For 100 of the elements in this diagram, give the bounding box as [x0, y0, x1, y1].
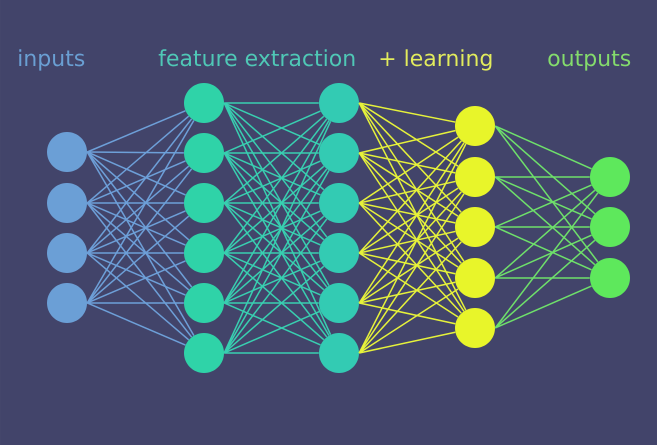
- connection-line: [494, 234, 592, 279]
- neuron-circle: [319, 283, 359, 323]
- neuron-circle: [184, 83, 224, 123]
- connection-line: [224, 152, 321, 196]
- connection-line: [495, 226, 590, 228]
- connection-line: [224, 170, 330, 354]
- neuron-circle: [590, 258, 630, 298]
- connection-line: [224, 110, 321, 154]
- neuron-circle: [47, 233, 87, 273]
- connection-line: [86, 116, 190, 204]
- connection-line: [86, 120, 194, 304]
- connection-line: [495, 176, 590, 178]
- connection-line: [358, 191, 462, 304]
- connection-line: [224, 252, 319, 254]
- connection-line: [224, 168, 328, 304]
- neuron-circle: [590, 157, 630, 197]
- connection-line: [358, 237, 459, 304]
- connection-line: [359, 180, 456, 204]
- connection-line: [86, 168, 192, 304]
- connection-line: [224, 152, 330, 336]
- connection-line: [494, 190, 596, 279]
- connection-line: [224, 102, 330, 286]
- neuron-circle: [47, 132, 87, 172]
- connection-line: [494, 126, 598, 262]
- connection-line: [86, 118, 192, 254]
- connection-line: [359, 130, 456, 154]
- connection-line: [358, 288, 458, 354]
- connection-line: [494, 285, 592, 329]
- connection-line: [224, 202, 319, 204]
- neuron-circle: [455, 207, 495, 247]
- connection-line: [86, 166, 190, 254]
- connection-line: [359, 282, 456, 304]
- connection-line: [494, 184, 592, 228]
- connection-line: [359, 332, 456, 354]
- connection-line: [86, 160, 186, 204]
- connection-line: [224, 352, 319, 354]
- connection-line: [494, 192, 598, 328]
- connection-line: [359, 202, 456, 224]
- connection-line: [87, 151, 184, 154]
- connection-line: [224, 102, 319, 104]
- connection-line: [86, 151, 190, 240]
- connection-line: [359, 230, 456, 254]
- layer-label: feature extraction: [158, 49, 354, 66]
- connection-line: [359, 152, 456, 174]
- connection-line: [358, 102, 458, 167]
- connection-line: [358, 152, 462, 264]
- connection-line: [359, 252, 456, 274]
- connection-line: [224, 160, 321, 204]
- connection-line: [86, 202, 192, 338]
- connection-line: [86, 216, 190, 304]
- connection-line: [86, 152, 192, 288]
- layer-label: + learning: [380, 49, 492, 71]
- connection-line: [359, 102, 456, 123]
- connection-line: [86, 252, 186, 296]
- connection-line: [358, 187, 459, 254]
- connection-line: [87, 252, 184, 254]
- connection-line: [358, 252, 458, 318]
- connection-line: [86, 210, 186, 254]
- neuron-circle: [319, 333, 359, 373]
- neuron-circle: [184, 333, 224, 373]
- connection-line: [494, 176, 592, 220]
- connection-line: [224, 166, 324, 254]
- connection-line: [86, 151, 186, 196]
- neuron-circle: [319, 183, 359, 223]
- connection-line: [358, 202, 458, 268]
- connection-line: [224, 302, 319, 304]
- connection-line: [494, 176, 596, 266]
- neuron-circle: [455, 308, 495, 348]
- neuron-circle: [184, 233, 224, 273]
- connection-line: [494, 226, 592, 270]
- connection-line: [87, 302, 184, 304]
- connection-line: [224, 202, 328, 338]
- connection-line: [86, 252, 190, 340]
- neuron-circle: [455, 157, 495, 197]
- connection-line: [358, 136, 459, 204]
- connection-line: [224, 202, 321, 246]
- connection-line: [224, 216, 324, 304]
- neuron-circle: [455, 258, 495, 298]
- neuron-circle: [47, 283, 87, 323]
- neuron-circle: [319, 233, 359, 273]
- connection-line: [86, 260, 186, 304]
- connection-line: [87, 202, 184, 204]
- connection-line: [86, 202, 190, 290]
- connection-line: [358, 152, 458, 217]
- connection-line: [494, 125, 592, 170]
- neuron-circle: [184, 183, 224, 223]
- connection-line: [494, 125, 596, 214]
- neuron-circle: [455, 106, 495, 146]
- connection-line: [358, 202, 462, 314]
- connection-line: [358, 241, 462, 354]
- connection-line: [358, 144, 466, 354]
- connection-line: [224, 252, 324, 340]
- connection-line: [224, 102, 324, 190]
- connection-line: [224, 252, 321, 296]
- connection-line: [224, 152, 319, 154]
- neuron-circle: [319, 83, 359, 123]
- connection-line: [358, 140, 462, 254]
- connection-line: [358, 102, 466, 310]
- connection-line: [224, 202, 324, 290]
- connection-line: [358, 102, 464, 262]
